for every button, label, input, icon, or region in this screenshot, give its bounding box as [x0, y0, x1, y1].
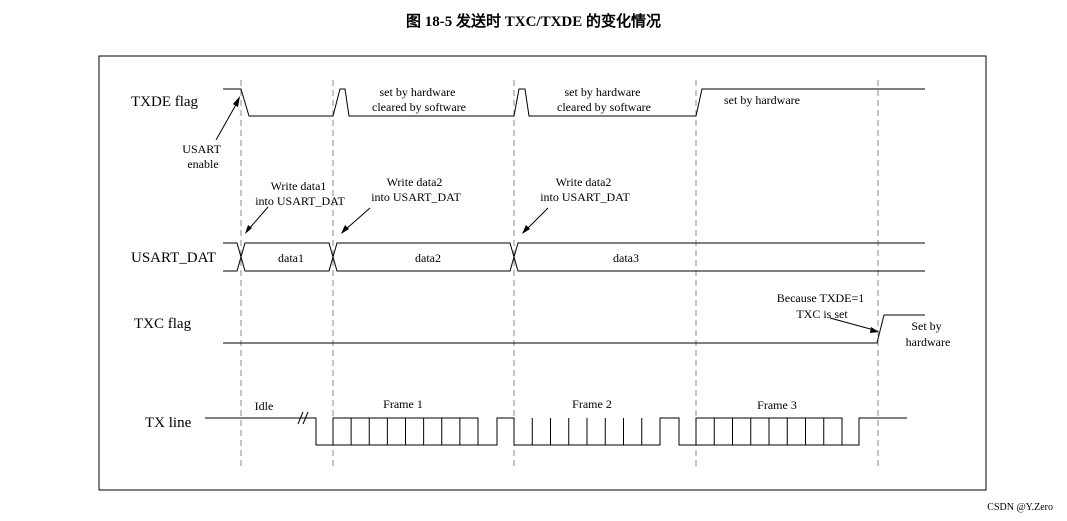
bus-bottom	[223, 255, 925, 272]
signal-label-usart-dat: USART_DAT	[131, 250, 216, 266]
txc-because-arrow	[829, 317, 875, 331]
break-mark	[302, 411, 309, 425]
annotation-line: cleared by software	[372, 100, 466, 114]
usart-enable-label: USART enable	[182, 142, 223, 171]
data-cell-2: data2	[415, 251, 441, 265]
break-mark	[297, 411, 304, 425]
annotation-line: Because TXDE=1	[777, 291, 865, 305]
annotation-line: set by hardware	[565, 85, 641, 99]
annotation-line: enable	[187, 157, 218, 171]
write-data2-arrow-b	[525, 207, 549, 231]
txc-because-label: Because TXDE=1 TXC is set	[777, 291, 868, 321]
txde-waveform	[223, 88, 925, 117]
annotation-line: into USART_DAT	[255, 194, 345, 208]
frame-bits	[333, 418, 842, 446]
arrowhead	[245, 225, 252, 234]
bus-top	[223, 242, 925, 259]
guide-lines	[240, 80, 879, 470]
txc-waveform	[223, 314, 925, 344]
write-data2-label-b: Write data2 into USART_DAT	[540, 175, 630, 204]
annotation-line: USART	[182, 142, 221, 156]
annotation-line: set by hardware	[380, 85, 456, 99]
annotation-line: hardware	[906, 335, 951, 349]
signal-label-tx-line: TX line	[145, 415, 192, 431]
tx-frame-path	[308, 417, 907, 446]
annotation-line: into USART_DAT	[540, 190, 630, 204]
tx-line-waveform	[205, 411, 907, 446]
annotation-line: Write data2	[556, 175, 612, 189]
write-data2-label-a: Write data2 into USART_DAT	[371, 175, 461, 204]
diagram-frame	[98, 55, 987, 491]
annotation-line: Set by	[911, 319, 941, 333]
tx-frame1-label: Frame 1	[383, 397, 423, 411]
arrowhead	[522, 225, 530, 234]
annotation-line: TXC is set	[796, 307, 848, 321]
txc-set-label: Set by hardware	[906, 319, 951, 349]
figure-title: 图 18-5 发送时 TXC/TXDE 的变化情况	[405, 14, 661, 30]
annotation-line: Write data2	[387, 175, 443, 189]
usart-dat-bus	[223, 242, 925, 272]
txde-annotation-1: set by hardware cleared by software	[372, 85, 466, 114]
annotation-line: Write data1	[271, 179, 327, 193]
signal-label-txde: TXDE flag	[131, 94, 199, 110]
data-cell-1: data1	[278, 251, 304, 265]
txde-annotation-2: set by hardware cleared by software	[557, 85, 651, 114]
data-cell-3: data3	[613, 251, 639, 265]
annotation-line: into USART_DAT	[371, 190, 461, 204]
write-data2-arrow-a	[344, 207, 371, 231]
write-data1-label: Write data1 into USART_DAT	[255, 179, 345, 208]
arrowhead	[233, 96, 240, 107]
write-data1-arrow	[247, 206, 269, 231]
annotation-line: cleared by software	[557, 100, 651, 114]
arrowhead	[341, 225, 349, 234]
txde-annotation-3: set by hardware	[724, 93, 800, 107]
tx-frame2-label: Frame 2	[572, 397, 612, 411]
tx-idle-label: Idle	[255, 399, 274, 413]
arrowhead	[870, 327, 879, 333]
signal-label-txc: TXC flag	[134, 316, 192, 332]
watermark: CSDN @Y.Zero	[987, 502, 1053, 513]
tx-frame3-label: Frame 3	[757, 398, 797, 412]
usart-enable-arrow	[215, 100, 239, 141]
